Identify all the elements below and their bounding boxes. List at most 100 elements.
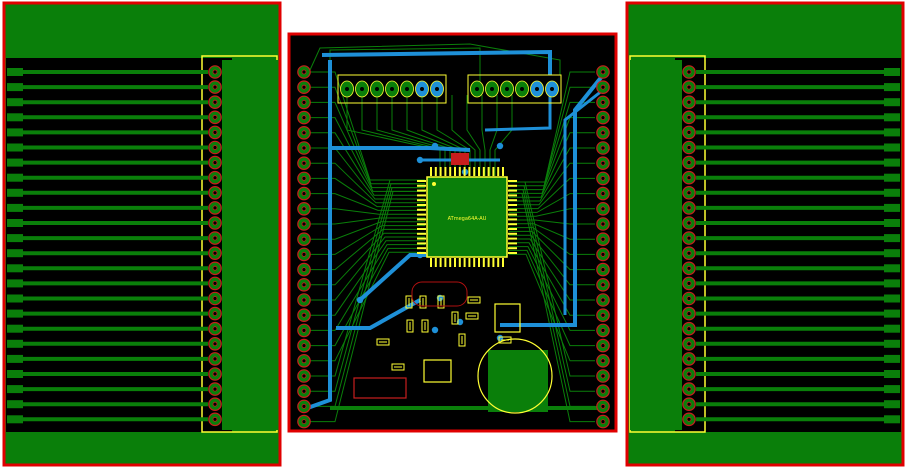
signal-trace xyxy=(494,95,513,176)
signal-trace xyxy=(310,193,425,211)
drill-hole xyxy=(535,87,539,91)
via xyxy=(416,156,424,164)
drill-hole xyxy=(550,87,554,91)
drill-hole xyxy=(212,129,218,135)
drill-hole xyxy=(301,160,307,166)
red-marker xyxy=(451,153,469,165)
crystal-outline xyxy=(411,281,468,307)
drill-hole xyxy=(686,84,692,90)
drill-hole xyxy=(600,206,606,212)
signal-trace xyxy=(509,246,595,331)
drill-hole xyxy=(600,84,606,90)
drill-hole xyxy=(212,356,218,362)
edge-finger xyxy=(884,400,900,409)
drill-hole xyxy=(301,206,307,212)
power-trace xyxy=(358,253,430,302)
edge-finger xyxy=(7,173,23,182)
edge-finger xyxy=(7,415,23,424)
drill-hole xyxy=(212,175,218,181)
signal-trace xyxy=(451,95,476,176)
edge-finger xyxy=(7,400,23,409)
smd-resistor xyxy=(419,295,427,309)
mcu-pin xyxy=(497,167,500,176)
power-trace xyxy=(563,88,604,315)
drill-hole xyxy=(301,115,307,120)
smd-capacitor xyxy=(391,363,405,371)
edge-finger xyxy=(7,324,23,333)
drill-hole xyxy=(301,84,307,90)
edge-finger xyxy=(884,370,900,378)
edge-finger xyxy=(7,113,23,122)
edge-finger xyxy=(7,279,23,288)
edge-finger xyxy=(7,264,23,273)
signal-trace xyxy=(310,228,425,271)
power-trace xyxy=(321,49,552,75)
edge-finger xyxy=(7,234,23,243)
mcu-chip: ATmega64A-AU xyxy=(417,167,517,267)
drill-hole xyxy=(600,100,606,105)
mcu-pin xyxy=(508,184,517,187)
drill-hole xyxy=(345,87,349,91)
drill-hole xyxy=(600,251,606,257)
drill-hole xyxy=(686,326,692,332)
drill-hole xyxy=(212,341,218,347)
mcu-pin xyxy=(430,167,432,176)
signal-trace xyxy=(310,190,425,423)
signal-trace xyxy=(509,147,595,202)
edge-finger xyxy=(7,188,23,197)
drill-hole xyxy=(686,401,692,407)
mcu-pin xyxy=(449,258,452,267)
drill-hole xyxy=(212,280,218,286)
signal-trace xyxy=(310,251,425,362)
drill-hole xyxy=(301,100,307,105)
drill-hole xyxy=(301,373,307,379)
signal-trace xyxy=(509,177,595,210)
mcu-pin xyxy=(508,228,517,230)
drill-hole xyxy=(600,327,606,333)
mcu-pin xyxy=(508,208,517,211)
edge-finger xyxy=(7,354,23,363)
edge-finger xyxy=(884,68,900,76)
smd-resistor xyxy=(406,319,414,333)
drill-hole xyxy=(520,87,524,91)
mcu-pin xyxy=(508,232,517,235)
drill-hole xyxy=(600,236,606,242)
edge-finger xyxy=(7,294,23,303)
drill-hole xyxy=(360,87,364,91)
signal-trace xyxy=(361,95,446,176)
mcu-pin xyxy=(508,223,517,226)
mcu-pin xyxy=(444,258,447,267)
drill-hole xyxy=(212,326,218,332)
drill-hole xyxy=(212,205,218,211)
signal-trace xyxy=(310,217,425,225)
smd-resistor xyxy=(458,333,466,347)
edge-finger xyxy=(7,203,23,212)
smd-resistor xyxy=(437,295,445,309)
drill-hole xyxy=(212,416,218,422)
drill-hole xyxy=(686,190,692,196)
mcu-pin xyxy=(482,258,485,267)
signal-trace xyxy=(436,95,471,176)
edge-finger xyxy=(884,309,900,318)
mcu-pin xyxy=(497,258,500,267)
mcu-pin xyxy=(508,189,517,192)
signal-trace xyxy=(310,240,425,316)
drill-hole xyxy=(600,403,606,409)
edge-finger xyxy=(884,158,900,167)
mcu-pin xyxy=(487,258,490,267)
mcu-pin xyxy=(458,167,461,176)
mcu-body xyxy=(426,176,508,258)
mcu-pin xyxy=(430,258,432,267)
signal-trace xyxy=(509,230,595,271)
drill-hole xyxy=(212,401,218,407)
signal-trace xyxy=(309,43,561,75)
edge-finger xyxy=(884,354,900,363)
signal-trace xyxy=(310,132,425,196)
smd-capacitor xyxy=(376,338,390,346)
edge-finger xyxy=(884,279,900,288)
right-adapter-board xyxy=(625,1,905,467)
drill-hole xyxy=(301,297,307,303)
mcu-pin xyxy=(478,167,480,176)
drill-hole xyxy=(686,69,692,75)
drill-hole xyxy=(490,87,494,91)
